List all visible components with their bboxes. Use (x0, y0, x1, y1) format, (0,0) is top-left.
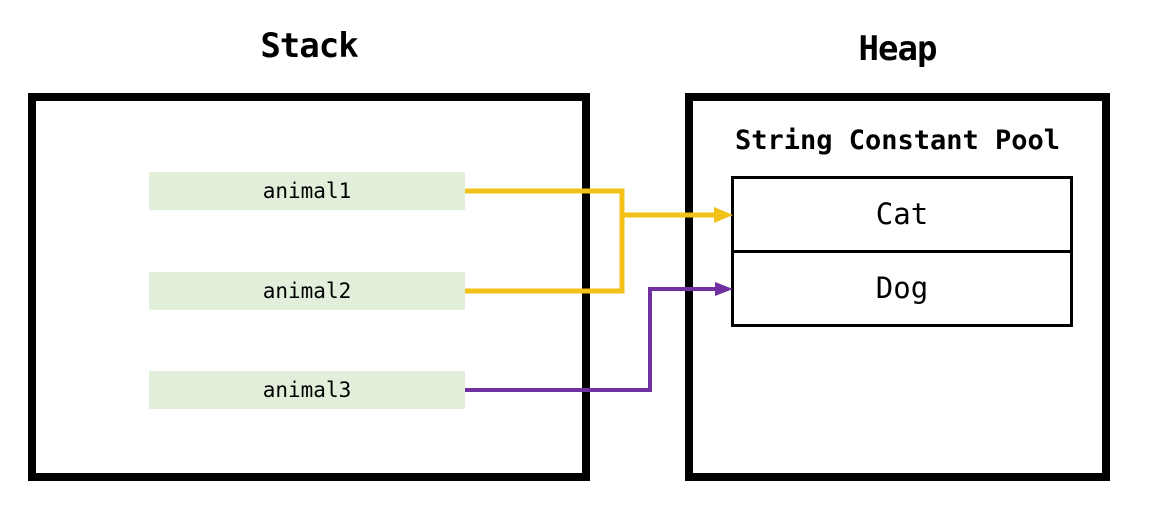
stack-variable-animal3: animal3 (149, 371, 465, 409)
pool-entry-dog: Dog (875, 271, 929, 305)
stack-variable-animal2: animal2 (149, 272, 465, 310)
heap-title: Heap (858, 29, 938, 69)
stack-title: Stack (260, 26, 358, 66)
stack-variable-animal1: animal1 (149, 172, 465, 210)
string-constant-pool-table: Cat Dog (731, 176, 1073, 327)
pool-entry-cat: Cat (734, 179, 1070, 253)
string-constant-pool-label: String Constant Pool (734, 125, 1061, 156)
